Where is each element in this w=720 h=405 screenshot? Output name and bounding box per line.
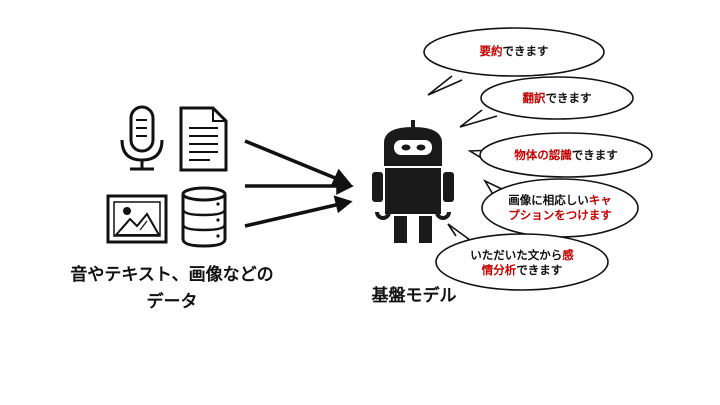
bubble-sentiment-line2-highlight: 情分析 (481, 263, 517, 277)
bubble-summarize-text: 要約できます (444, 44, 584, 59)
bubble-object-recognition-text: 物体の認識できます (486, 148, 646, 163)
bubble-sentiment-line1-highlight: 感 (562, 248, 574, 262)
bubble-object-recognition (467, 132, 653, 178)
bubble-captioning-text: 画像に相応しいキャ プションをつけます (494, 193, 626, 223)
input-data-label-line2: データ (146, 292, 198, 312)
document-icon (179, 106, 228, 172)
bubble-sentiment (435, 223, 609, 291)
bubble-summarize-highlight: 要約 (479, 44, 503, 58)
bubble-translate-rest: できます (545, 91, 592, 105)
input-data-label-line1: 音やテキスト、画像などの (70, 265, 274, 285)
bubble-summarize (423, 27, 605, 96)
bubble-captioning-line1-plain: 画像に相応しい (508, 193, 589, 207)
microphone-icon (120, 105, 164, 171)
bubble-translate (459, 76, 634, 128)
bubble-translate-text: 翻訳できます (487, 91, 627, 106)
bubble-sentiment-line1-plain: いただいた文から (470, 248, 563, 262)
database-icon (181, 186, 227, 248)
arrow-bottom (244, 202, 341, 228)
bubble-summarize-rest: できます (502, 44, 549, 58)
image-icon (106, 194, 168, 244)
robot-icon (372, 120, 454, 243)
arrow-top (244, 139, 341, 182)
bubble-object-recognition-rest: できます (571, 148, 618, 162)
bubble-captioning-line1-highlight: キャ (588, 193, 612, 207)
input-data-label: 音やテキスト、画像などの データ (40, 262, 304, 316)
speech-bubbles (423, 27, 653, 291)
bubble-captioning-line2-highlight: プションをつけます (508, 208, 612, 222)
bubble-object-recognition-highlight: 物体の認識 (514, 148, 572, 162)
arrows (244, 139, 354, 228)
bubble-sentiment-text: いただいた文から感 情分析できます (448, 248, 596, 278)
model-label: 基盤モデル (371, 286, 457, 306)
bubble-sentiment-line2-plain: できます (516, 263, 563, 277)
bubble-translate-highlight: 翻訳 (522, 91, 546, 105)
